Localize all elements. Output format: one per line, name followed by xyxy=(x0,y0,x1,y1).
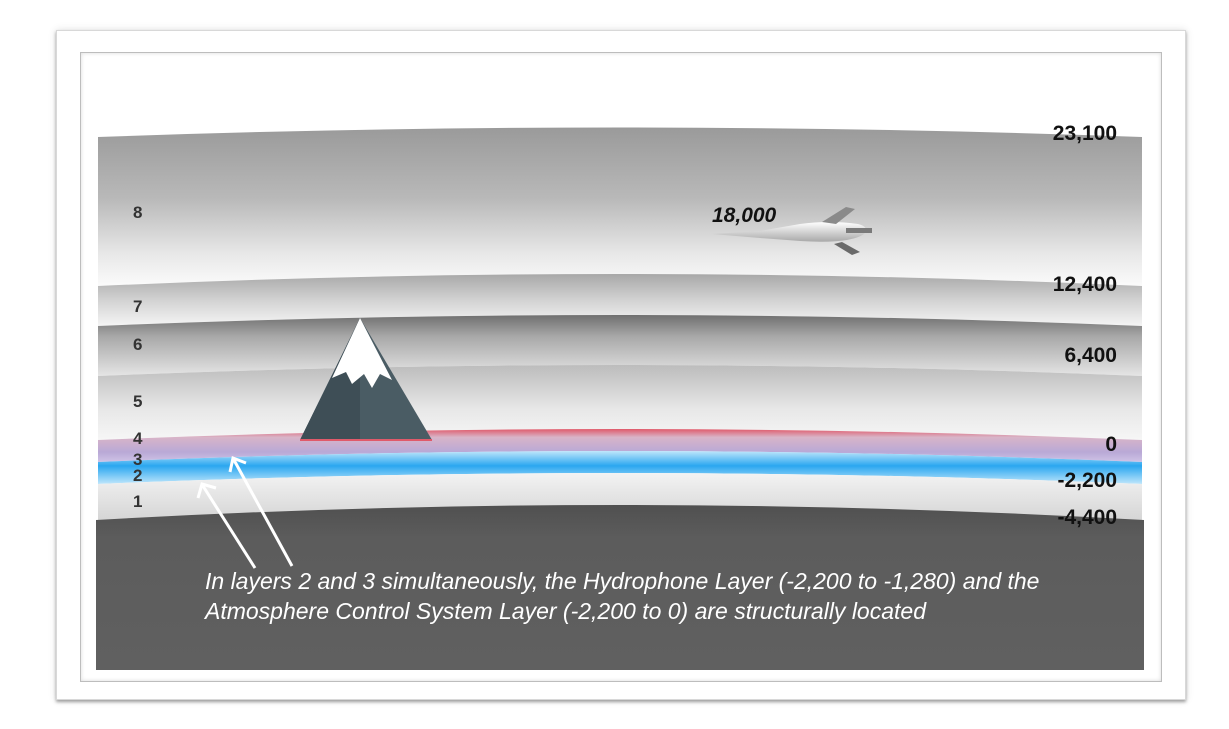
diagram-caption: In layers 2 and 3 simultaneously, the Hy… xyxy=(205,568,1040,624)
altitude-label-minus-2200: -2,200 xyxy=(1057,469,1117,492)
altitude-label-12400: 12,400 xyxy=(1053,273,1117,296)
layer-7-band xyxy=(98,274,1142,326)
altitude-label-top: 23,100 xyxy=(1053,122,1117,145)
altitude-label-sea-level: 0 xyxy=(1105,433,1117,456)
layer-number-2: 2 xyxy=(133,466,142,485)
layer-number-4: 4 xyxy=(133,429,143,448)
layer-number-6: 6 xyxy=(133,335,142,354)
arrow-icon xyxy=(196,455,294,569)
aircraft-altitude-label: 18,000 xyxy=(712,204,777,227)
layer-8-band xyxy=(98,127,1142,286)
aircraft-icon xyxy=(712,207,872,255)
ground-body xyxy=(96,505,1144,670)
altitude-label-minus-4400: -4,400 xyxy=(1057,506,1117,529)
layer-number-3: 3 xyxy=(133,450,142,469)
layer-number-7: 7 xyxy=(133,297,142,316)
figure-inner-border xyxy=(80,52,1162,682)
layer-number-1: 1 xyxy=(133,492,142,511)
altitude-label-6400: 6,400 xyxy=(1064,344,1117,367)
layer-number-5: 5 xyxy=(133,392,142,411)
layer-number-8: 8 xyxy=(133,203,142,222)
mountain-icon xyxy=(300,318,432,441)
layer-5-band xyxy=(98,365,1142,440)
